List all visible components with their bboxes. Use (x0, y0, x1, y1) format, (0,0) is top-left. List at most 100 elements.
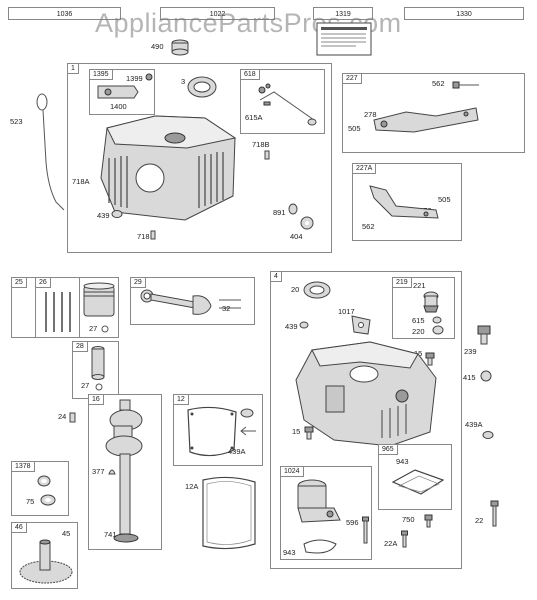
oring-12-image[interactable] (239, 407, 255, 419)
gasket-12a-image[interactable] (193, 474, 263, 554)
pin-28-image[interactable] (90, 345, 106, 385)
bolt-22-image[interactable] (490, 500, 500, 528)
label-439-right: 439 (285, 322, 298, 331)
screw-1399-image[interactable] (145, 73, 153, 81)
filter-965-image[interactable] (385, 462, 449, 506)
label-615a: 615A (245, 113, 263, 122)
rings-26-image[interactable] (40, 290, 76, 334)
bolt-22a-image[interactable] (401, 530, 409, 548)
label-377: 377 (92, 467, 105, 476)
label-1017: 1017 (338, 307, 355, 316)
camgear-46-image[interactable] (16, 536, 74, 586)
bolt-750-image[interactable] (424, 514, 434, 528)
seal-3-image[interactable] (186, 75, 218, 99)
label-239: 239 (464, 347, 477, 356)
group-219-box: 219 (392, 277, 455, 339)
label-562-top: 562 (432, 79, 445, 88)
group-26-box: 26 (35, 277, 80, 338)
label-943-upper: 943 (396, 457, 409, 466)
bolt-596-image[interactable] (362, 516, 370, 546)
part-1319-cell[interactable]: 1319 (313, 7, 373, 20)
label-490: 490 (151, 42, 164, 51)
piston-25-image[interactable] (82, 282, 117, 322)
label-741: 741 (104, 530, 117, 539)
bolt-15-upper-image[interactable] (424, 352, 436, 366)
bracket-227a-image[interactable] (366, 180, 446, 225)
group-618-tag: 618 (241, 70, 260, 80)
bolt-562-top-image[interactable] (452, 80, 480, 90)
oilpump-1024-image[interactable] (290, 478, 350, 538)
group-4-tag: 4 (271, 272, 282, 282)
label-15-upper: 15 (414, 349, 423, 358)
plug-415-image[interactable] (480, 370, 492, 382)
decal-1319-image[interactable] (316, 22, 372, 56)
label-22a: 22A (384, 539, 398, 548)
seal-20-image[interactable] (302, 280, 332, 300)
label-75: 75 (26, 497, 35, 506)
crankcase-cover-4-image[interactable] (290, 340, 440, 450)
label-439-top: 439 (97, 211, 110, 220)
label-415: 415 (463, 373, 476, 382)
crankshaft-16-image[interactable] (98, 398, 158, 548)
label-221: 221 (413, 281, 426, 290)
clip-27-top-image[interactable] (100, 324, 110, 334)
washer-75-image[interactable] (40, 494, 56, 506)
group-1395-tag: 1395 (90, 70, 113, 80)
sensor-239-image[interactable] (474, 324, 494, 346)
label-32: 32 (222, 304, 231, 313)
label-1399: 1399 (126, 74, 143, 83)
part-1330-cell[interactable]: 1330 (404, 7, 524, 20)
gear-220-image[interactable] (432, 325, 444, 335)
group-25-tag: 25 (12, 278, 27, 288)
clip-27-bottom-image[interactable] (94, 382, 104, 392)
group-227a-box: 227A (352, 163, 462, 241)
breather-1395-image[interactable] (96, 82, 141, 102)
pin-718-image[interactable] (150, 230, 156, 240)
group-1024-tag: 1024 (281, 467, 304, 477)
seal-1378-image[interactable] (36, 475, 52, 487)
label-45: 45 (62, 529, 71, 538)
group-965-tag: 965 (379, 445, 398, 455)
label-718a: 718A (72, 177, 90, 186)
group-227-box: 227 (342, 73, 525, 153)
label-24: 24 (58, 412, 67, 421)
label-15-lower: 15 (292, 427, 301, 436)
label-3: 3 (181, 77, 186, 86)
governor-618-image[interactable] (254, 80, 319, 130)
label-439a-left: 439A (228, 447, 246, 456)
governor-219-image[interactable] (420, 290, 442, 314)
label-1400: 1400 (110, 102, 127, 111)
label-27-top: 27 (89, 324, 98, 333)
part-1022-cell[interactable]: 1022 (160, 7, 275, 20)
bolt-15-lower-image[interactable] (303, 426, 315, 440)
arrow-12-image (240, 426, 256, 436)
part-1036-cell[interactable]: 1036 (8, 7, 121, 20)
bracket-1017-image[interactable] (348, 312, 376, 340)
group-46-tag: 46 (12, 523, 27, 533)
washer-615-image[interactable] (432, 316, 442, 324)
bracket-227-image[interactable] (366, 100, 486, 140)
conrod-29-image[interactable] (137, 288, 247, 320)
washer-891-image[interactable] (287, 203, 299, 215)
engine-block-1-image[interactable] (95, 108, 243, 228)
group-26-tag: 26 (36, 278, 51, 288)
washer-404-image[interactable] (300, 216, 314, 230)
part-490-image[interactable] (170, 38, 190, 58)
gasket-12-image[interactable] (182, 402, 242, 462)
label-596: 596 (346, 518, 359, 527)
gasket-943-lower-image[interactable] (300, 536, 340, 558)
label-439a-right: 439A (465, 420, 483, 429)
label-20: 20 (291, 285, 300, 294)
group-227-tag: 227 (343, 74, 362, 84)
dipstick-523-image[interactable] (28, 92, 68, 212)
group-29-tag: 29 (131, 278, 146, 288)
ring-439-top-image[interactable] (111, 209, 123, 219)
label-220: 220 (412, 327, 425, 336)
key-377-image[interactable] (108, 466, 116, 476)
ring-439a-right-image[interactable] (482, 430, 494, 440)
label-718b: 718B (252, 140, 270, 149)
label-718: 718 (137, 232, 150, 241)
key-24-image[interactable] (69, 412, 77, 424)
ring-439-right-image[interactable] (299, 321, 309, 329)
pin-718b-image[interactable] (264, 150, 270, 160)
